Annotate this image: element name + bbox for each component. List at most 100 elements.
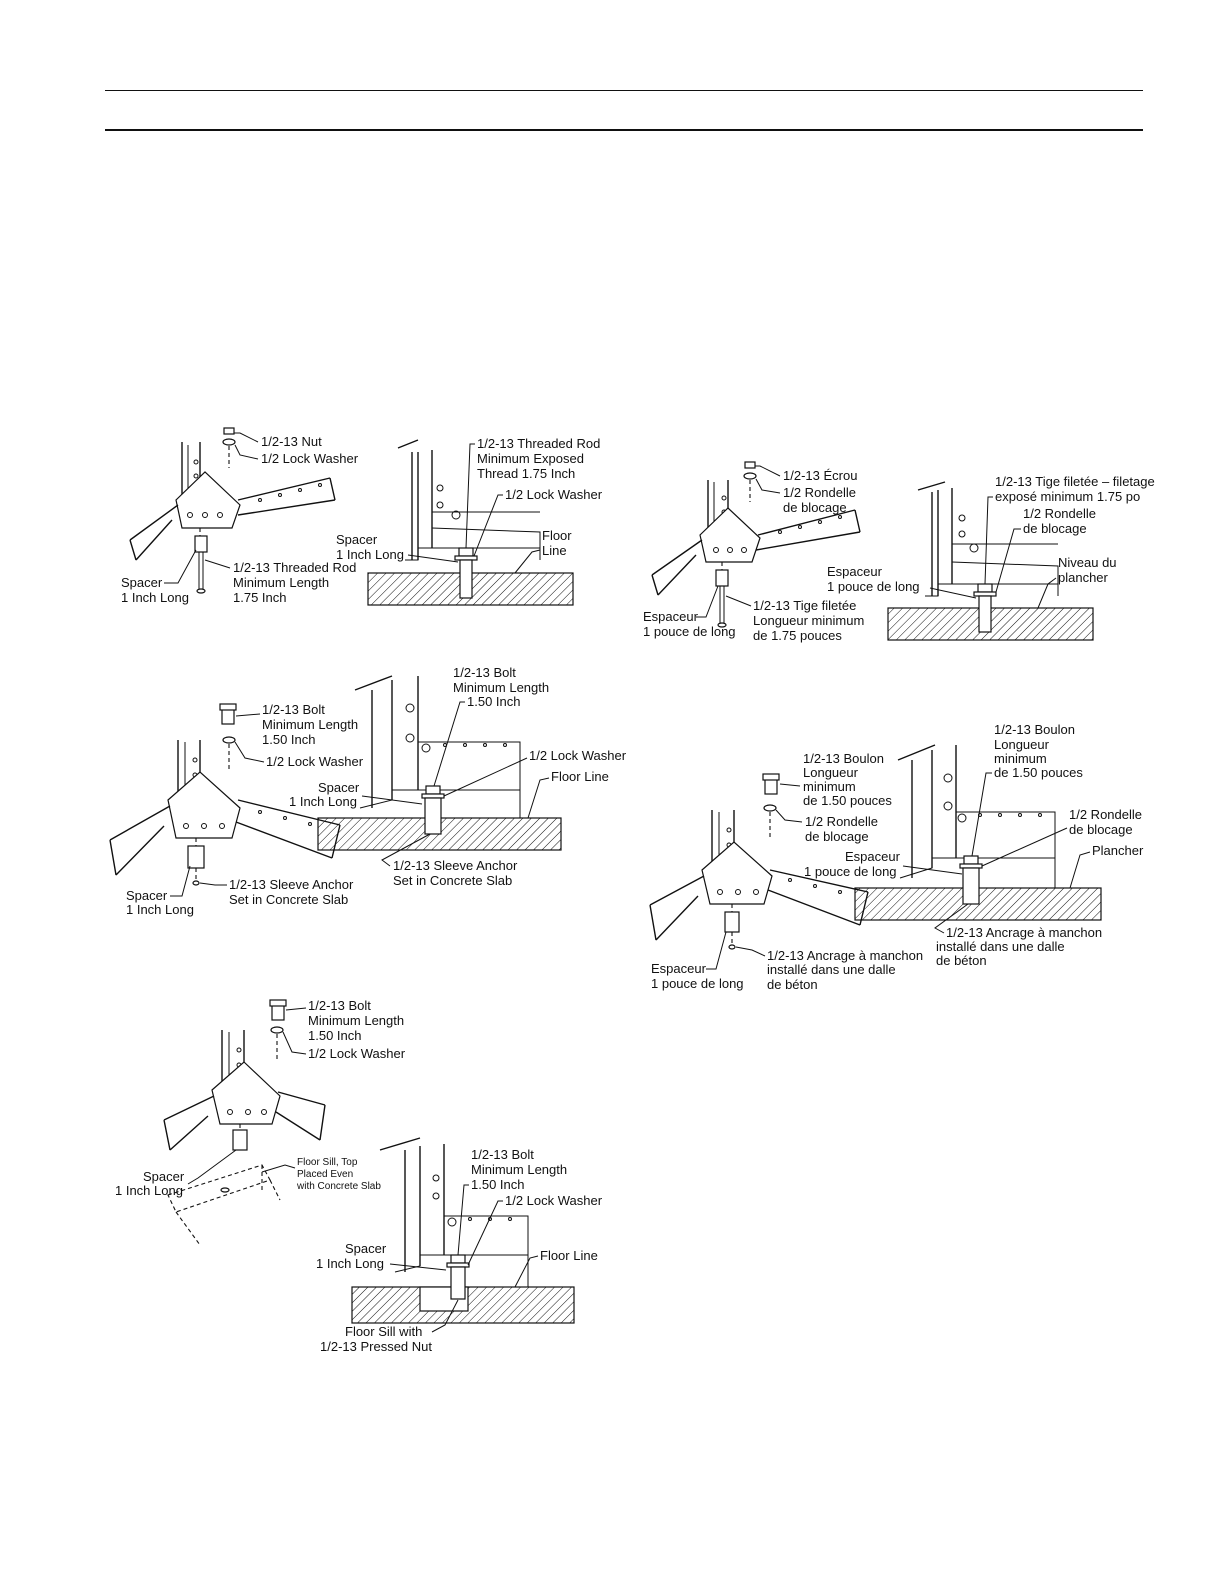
fr-fig2-anchor-right-line1: 1/2-13 Ancrage à manchon bbox=[946, 925, 1102, 940]
en-fig1-spacer-right-line1: Spacer bbox=[336, 532, 378, 547]
fr-fig2-section-drawing bbox=[854, 744, 1102, 921]
fr-fig1-lock-washer-right-line2: de blocage bbox=[1023, 521, 1087, 536]
fr-fig2-bolt-right-line4: de 1.50 pouces bbox=[994, 765, 1083, 780]
en-fig3-spacer-left-line2: 1 Inch Long bbox=[115, 1183, 183, 1198]
en-fig1-rod-exposed-line2: Minimum Exposed bbox=[477, 451, 584, 466]
header-rule-top bbox=[105, 90, 1143, 91]
fr-fig2-bolt-left-line2: Longueur bbox=[803, 765, 859, 780]
fr-fig1-labels: 1/2-13 Écrou 1/2 Rondelle de blocage 1/2… bbox=[643, 465, 1155, 643]
fr-fig2-spacer-left-line1: Espaceur bbox=[651, 961, 707, 976]
fr-fig2-lock-washer-left-line1: 1/2 Rondelle bbox=[805, 814, 878, 829]
en-fig1-rod-length-line1: 1/2-13 Threaded Rod bbox=[233, 560, 356, 575]
fr-fig2-iso-drawing bbox=[649, 773, 869, 950]
fr-fig1-rod-length-line3: de 1.75 pouces bbox=[753, 628, 842, 643]
fr-fig2-bolt-left-line4: de 1.50 pouces bbox=[803, 793, 892, 808]
header-rule-bottom bbox=[105, 129, 1143, 131]
en-fig2-bolt-right-line1: 1/2-13 Bolt bbox=[453, 665, 516, 680]
en-fig2-lock-washer-right-label: 1/2 Lock Washer bbox=[529, 748, 627, 763]
en-fig2-bolt-right-line3: 1.50 Inch bbox=[467, 694, 521, 709]
fr-fig1-spacer-right-line2: 1 pouce de long bbox=[827, 579, 920, 594]
en-fig1-spacer-left-line2: 1 Inch Long bbox=[121, 590, 189, 605]
en-fig1-spacer-right-line2: 1 Inch Long bbox=[336, 547, 404, 562]
en-fig2-section-drawing bbox=[317, 675, 562, 851]
en-fig1-nut-label: 1/2-13 Nut bbox=[261, 434, 322, 449]
en-fig1-floor-line-line1: Floor bbox=[542, 528, 572, 543]
en-fig3-floor-sill-note-line3: with Concrete Slab bbox=[296, 1181, 381, 1192]
en-fig2-spacer-right-line2: 1 Inch Long bbox=[289, 794, 357, 809]
fr-fig1-rod-exposed-line2: exposé minimum 1.75 po bbox=[995, 489, 1140, 504]
fr-fig2-bolt-left-line1: 1/2-13 Boulon bbox=[803, 751, 884, 766]
fr-fig2-spacer-right-line2: 1 pouce de long bbox=[804, 864, 897, 879]
fr-fig2-bolt-right-line1: 1/2-13 Boulon bbox=[994, 722, 1075, 737]
fr-fig2-bolt-left-line3: minimum bbox=[803, 779, 856, 794]
en-fig1-labels: 1/2-13 Nut 1/2 Lock Washer 1/2-13 Thread… bbox=[121, 432, 603, 605]
en-fig2-spacer-left-line1: Spacer bbox=[126, 888, 168, 903]
en-fig2-bolt-left-line1: 1/2-13 Bolt bbox=[262, 702, 325, 717]
fr-fig2-spacer-left-line2: 1 pouce de long bbox=[651, 976, 744, 991]
fr-fig1-spacer-left-line1: Espaceur bbox=[643, 609, 699, 624]
fr-fig1-spacer-right-line1: Espaceur bbox=[827, 564, 883, 579]
fr-fig1-lock-washer-line2: de blocage bbox=[783, 500, 847, 515]
fr-fig2-lock-washer-left-line2: de blocage bbox=[805, 829, 869, 844]
en-fig2-spacer-right-line1: Spacer bbox=[318, 780, 360, 795]
en-fig1-section-drawing bbox=[367, 439, 574, 606]
en-fig1-rod-length-line3: 1.75 Inch bbox=[233, 590, 287, 605]
fr-fig2-anchor-left-line1: 1/2-13 Ancrage à manchon bbox=[767, 948, 923, 963]
en-fig2-anchor-right-line2: Set in Concrete Slab bbox=[393, 873, 512, 888]
en-fig3-floor-sill-note-line2: Placed Even bbox=[297, 1169, 353, 1180]
fr-fig1-spacer-left-line2: 1 pouce de long bbox=[643, 624, 736, 639]
en-fig2-bolt-left-line3: 1.50 Inch bbox=[262, 732, 316, 747]
fr-fig2-floor-line-label: Plancher bbox=[1092, 843, 1144, 858]
fr-fig2-lock-washer-right-line2: de blocage bbox=[1069, 822, 1133, 837]
fr-fig1-nut-label: 1/2-13 Écrou bbox=[783, 468, 857, 483]
fr-fig2-labels: 1/2-13 Boulon Longueur minimum de 1.50 p… bbox=[651, 722, 1144, 992]
en-fig1-lock-washer-right-label: 1/2 Lock Washer bbox=[505, 487, 603, 502]
en-fig3-lock-washer-right-label: 1/2 Lock Washer bbox=[505, 1193, 603, 1208]
en-fig3-floor-sill-note-line1: Floor Sill, Top bbox=[297, 1157, 358, 1168]
en-fig1-rod-length-line2: Minimum Length bbox=[233, 575, 329, 590]
fr-fig2-anchor-right-line2: installé dans une dalle bbox=[936, 939, 1065, 954]
en-fig3-floor-sill-line1: Floor Sill with bbox=[345, 1324, 422, 1339]
en-fig3-iso-drawing bbox=[163, 999, 326, 1246]
fr-fig2-anchor-right-line3: de béton bbox=[936, 953, 987, 968]
en-fig3-bolt-right-line3: 1.50 Inch bbox=[471, 1177, 525, 1192]
en-fig3-bolt-right-line1: 1/2-13 Bolt bbox=[471, 1147, 534, 1162]
en-fig2-spacer-left-line2: 1 Inch Long bbox=[126, 902, 194, 917]
fr-fig1-floor-line-line1: Niveau du bbox=[1058, 555, 1117, 570]
en-fig1-lock-washer-label: 1/2 Lock Washer bbox=[261, 451, 359, 466]
fr-fig1-floor-line-line2: plancher bbox=[1058, 570, 1109, 585]
en-fig3-bolt-left-line3: 1.50 Inch bbox=[308, 1028, 362, 1043]
en-fig3-spacer-left-line1: Spacer bbox=[143, 1169, 185, 1184]
fr-fig1-rod-length-line2: Longueur minimum bbox=[753, 613, 864, 628]
en-fig3-section-drawing bbox=[351, 1137, 575, 1324]
fr-fig2-lock-washer-right-line1: 1/2 Rondelle bbox=[1069, 807, 1142, 822]
fr-fig2-bolt-right-line2: Longueur bbox=[994, 737, 1050, 752]
en-fig2-iso-drawing bbox=[109, 703, 341, 886]
en-fig2-anchor-left-line2: Set in Concrete Slab bbox=[229, 892, 348, 907]
en-fig1-rod-exposed-line3: Thread 1.75 Inch bbox=[477, 466, 575, 481]
en-fig3-spacer-right-line2: 1 Inch Long bbox=[316, 1256, 384, 1271]
fr-fig1-section-drawing bbox=[887, 481, 1094, 641]
fr-fig1-iso-drawing bbox=[651, 461, 861, 628]
en-fig2-lock-washer-left-label: 1/2 Lock Washer bbox=[266, 754, 364, 769]
en-fig3-floor-sill-line2: 1/2-13 Pressed Nut bbox=[320, 1339, 432, 1354]
fr-fig2-spacer-right-line1: Espaceur bbox=[845, 849, 901, 864]
en-fig3-bolt-left-line1: 1/2-13 Bolt bbox=[308, 998, 371, 1013]
en-fig1-spacer-left-line1: Spacer bbox=[121, 575, 163, 590]
en-fig1-iso-drawing bbox=[129, 427, 336, 594]
en-fig3-bolt-right-line2: Minimum Length bbox=[471, 1162, 567, 1177]
en-fig3-lock-washer-left-label: 1/2 Lock Washer bbox=[308, 1046, 406, 1061]
en-fig2-labels: 1/2-13 Bolt Minimum Length 1.50 Inch 1/2… bbox=[126, 665, 627, 917]
en-fig1-floor-line-line2: Line bbox=[542, 543, 567, 558]
fr-fig1-rod-length-line1: 1/2-13 Tige filetée bbox=[753, 598, 856, 613]
en-fig2-anchor-right-line1: 1/2-13 Sleeve Anchor bbox=[393, 858, 518, 873]
en-fig2-bolt-right-line2: Minimum Length bbox=[453, 680, 549, 695]
fr-fig1-lock-washer-line1: 1/2 Rondelle bbox=[783, 485, 856, 500]
fr-fig2-anchor-left-line2: installé dans une dalle bbox=[767, 962, 896, 977]
en-fig3-floor-line-label: Floor Line bbox=[540, 1248, 598, 1263]
fr-fig2-bolt-right-line3: minimum bbox=[994, 751, 1047, 766]
en-fig2-floor-line-label: Floor Line bbox=[551, 769, 609, 784]
en-fig3-spacer-right-line1: Spacer bbox=[345, 1241, 387, 1256]
en-fig3-bolt-left-line2: Minimum Length bbox=[308, 1013, 404, 1028]
